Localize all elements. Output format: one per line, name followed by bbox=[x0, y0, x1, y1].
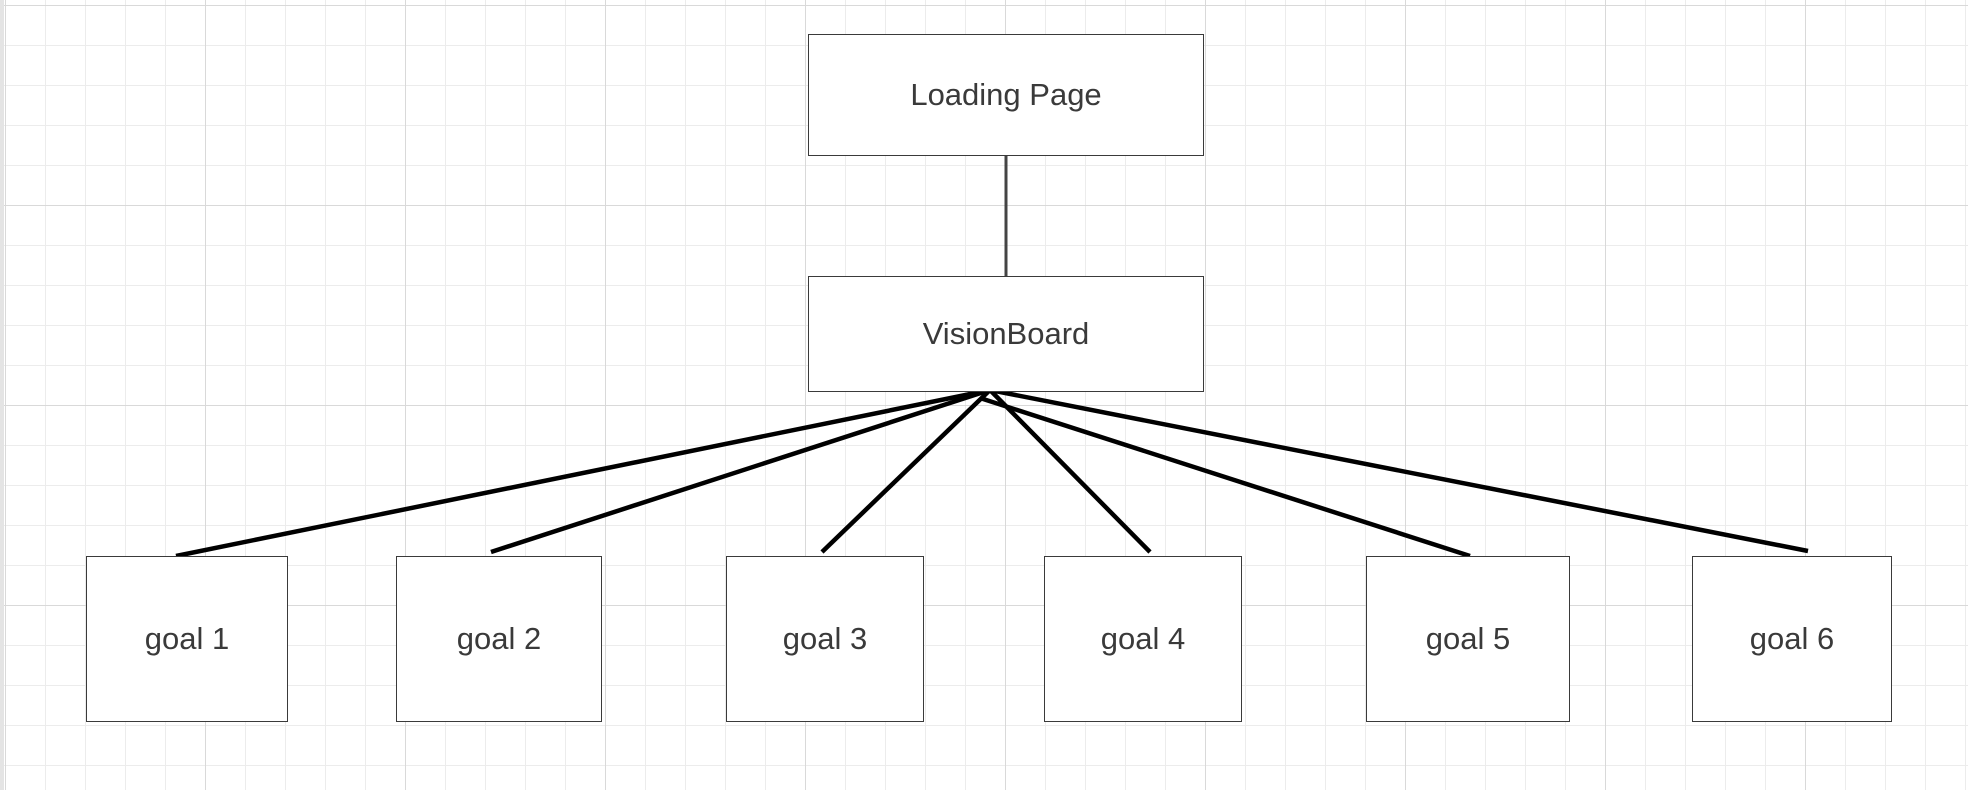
node-label: VisionBoard bbox=[922, 316, 1090, 351]
node-label: goal 4 bbox=[1100, 621, 1186, 656]
node-label: goal 3 bbox=[782, 621, 868, 656]
node-goal-3[interactable]: goal 3 bbox=[726, 556, 924, 722]
edge-visionboard-to-goal-2[interactable] bbox=[490, 387, 991, 555]
node-label: goal 2 bbox=[456, 621, 542, 656]
node-label: goal 6 bbox=[1749, 621, 1835, 656]
edge-visionboard-to-goal-1[interactable] bbox=[175, 387, 991, 559]
edge-visionboard-to-goal-6[interactable] bbox=[989, 387, 1809, 554]
node-goal-2[interactable]: goal 2 bbox=[396, 556, 602, 722]
node-goal-6[interactable]: goal 6 bbox=[1692, 556, 1892, 722]
node-goal-4[interactable]: goal 4 bbox=[1044, 556, 1242, 722]
edge-visionboard-to-goal-4[interactable] bbox=[988, 388, 1152, 554]
node-visionboard[interactable]: VisionBoard bbox=[808, 276, 1204, 392]
node-label: goal 1 bbox=[144, 621, 230, 656]
edge-visionboard-to-goal-3[interactable] bbox=[820, 388, 992, 554]
node-label: goal 5 bbox=[1425, 621, 1511, 656]
node-loading-page[interactable]: Loading Page bbox=[808, 34, 1204, 156]
node-goal-1[interactable]: goal 1 bbox=[86, 556, 288, 722]
canvas-left-border bbox=[0, 0, 4, 790]
edge-visionboard-to-goal-5[interactable] bbox=[979, 395, 1471, 559]
node-goal-5[interactable]: goal 5 bbox=[1366, 556, 1570, 722]
node-label: Loading Page bbox=[910, 77, 1102, 112]
